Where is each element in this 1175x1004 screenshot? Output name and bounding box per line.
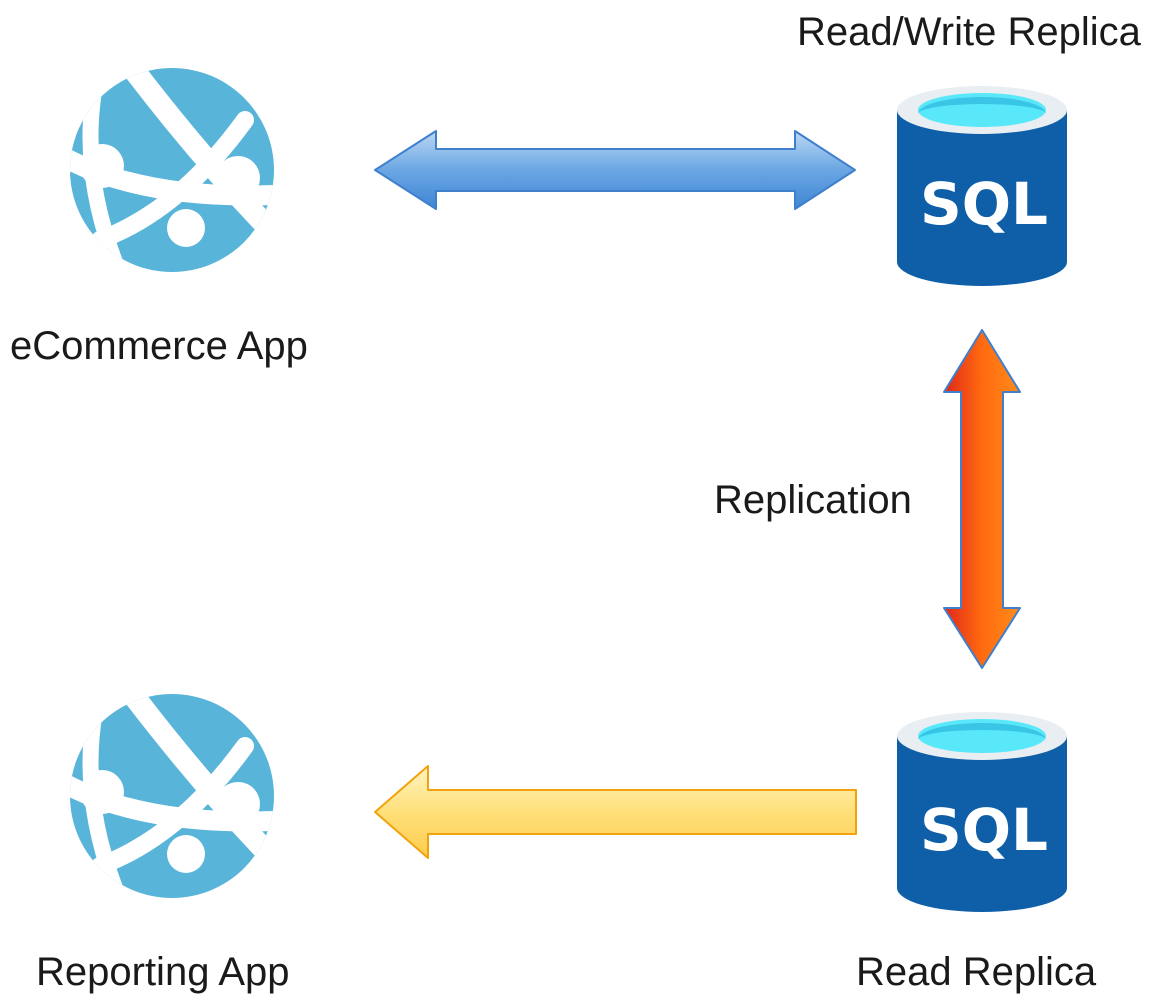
sql-icon-text: SQL — [920, 170, 1048, 238]
sql-database-icon: SQL — [897, 712, 1067, 912]
replication-label: Replication — [714, 478, 912, 522]
replication-arrow — [943, 329, 1021, 669]
bidirectional-arrow-app-db — [374, 130, 856, 210]
sql-database-icon: SQL — [897, 86, 1067, 286]
web-app-globe-icon — [70, 694, 274, 898]
read-replica-label: Read Replica — [856, 950, 1097, 994]
read-write-replica-label: Read/Write Replica — [797, 10, 1141, 54]
reporting-app-label: Reporting App — [36, 950, 290, 994]
reporting-arrow — [374, 765, 857, 859]
ecommerce-app-label: eCommerce App — [10, 324, 308, 368]
web-app-globe-icon — [70, 68, 274, 272]
sql-icon-text: SQL — [920, 796, 1048, 864]
